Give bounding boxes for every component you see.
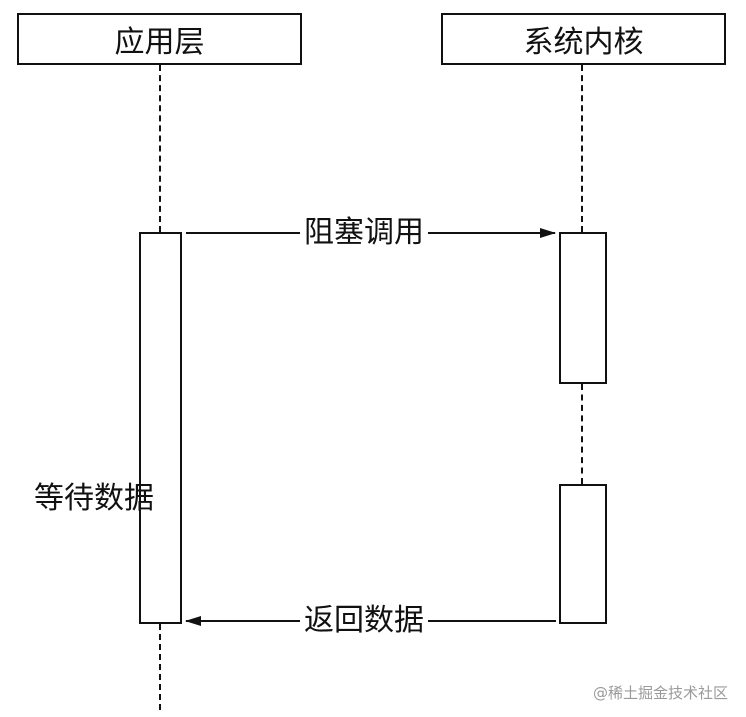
blocking-call-label: 阻塞调用 (300, 215, 428, 251)
actor-application-layer: 应用层 (17, 13, 302, 65)
waiting-for-data-label: 等待数据 (34, 481, 154, 516)
application-lifeline-top (159, 65, 161, 232)
kernel-activation-bar-return (559, 484, 607, 624)
return-data-label: 返回数据 (300, 603, 428, 639)
application-lifeline-bottom (159, 624, 161, 710)
kernel-activation-bar-call (559, 232, 607, 384)
actor-system-kernel: 系统内核 (441, 13, 726, 65)
watermark: @稀土掘金技术社区 (592, 684, 728, 702)
kernel-lifeline-top (581, 65, 583, 232)
actor-system-kernel-label: 系统内核 (523, 25, 644, 60)
actor-application-layer-label: 应用层 (114, 25, 205, 60)
application-activation-bar (139, 232, 182, 624)
kernel-lifeline-middle (581, 384, 583, 484)
